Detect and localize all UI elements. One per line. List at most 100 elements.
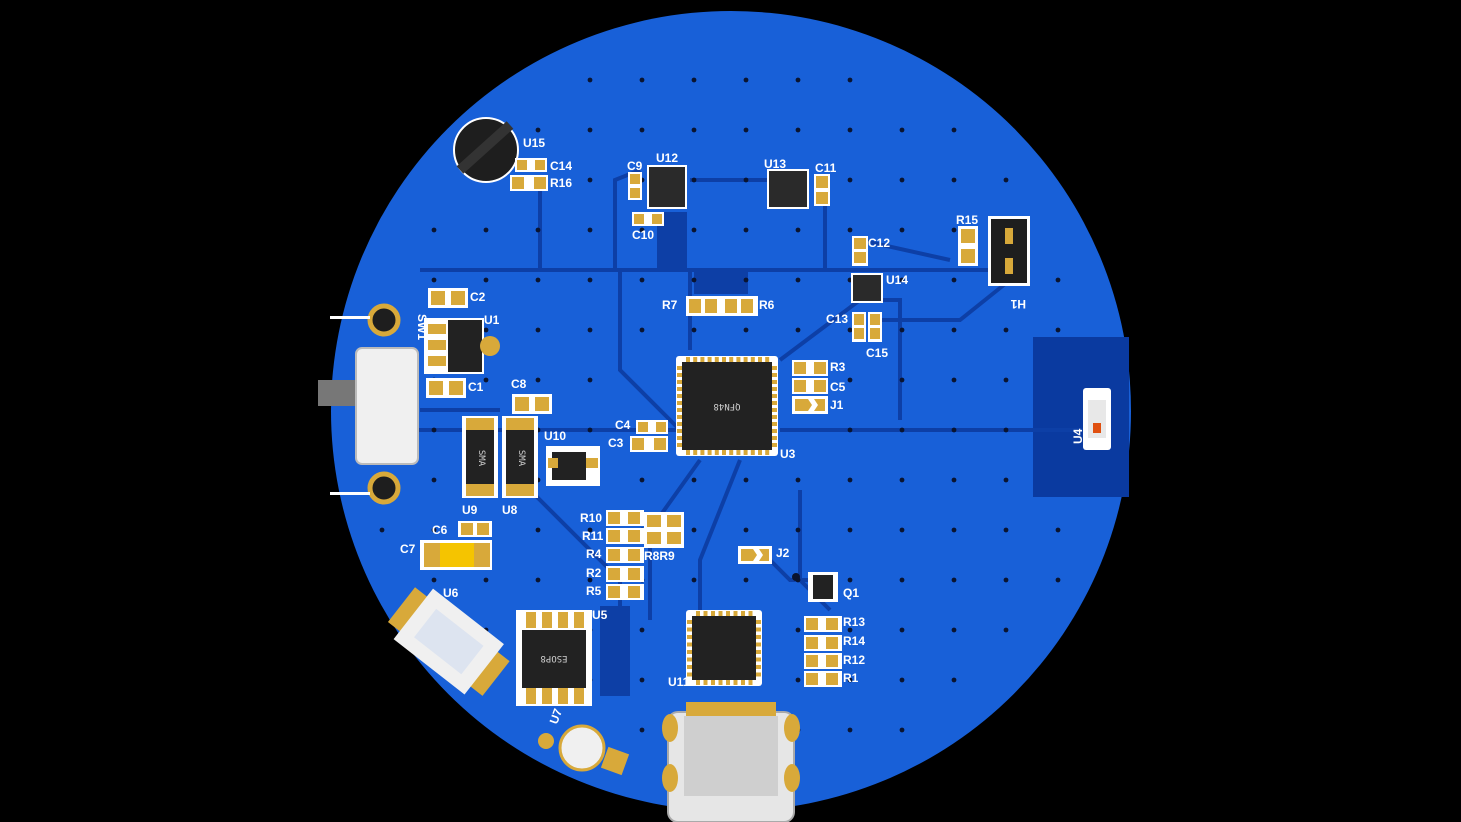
via: [795, 327, 801, 333]
via: [1003, 377, 1009, 383]
via: [587, 77, 593, 83]
via: [691, 477, 697, 483]
via: [587, 177, 593, 183]
via: [847, 577, 853, 583]
via: [743, 177, 749, 183]
via: [847, 227, 853, 233]
via: [535, 327, 541, 333]
u11-chip: [686, 610, 762, 686]
via: [587, 377, 593, 383]
c8-capacitor: [512, 394, 552, 414]
label-r4: R4: [586, 547, 602, 561]
label-u11: U11: [668, 675, 690, 689]
via: [535, 227, 541, 233]
label-r1: R1: [843, 671, 859, 685]
u3-qfn48-chip: [676, 356, 778, 456]
c5-capacitor: [792, 378, 828, 394]
label-u12: U12: [656, 151, 678, 165]
via: [847, 677, 853, 683]
via: [899, 177, 905, 183]
j2-jumper: [738, 546, 772, 564]
via: [743, 227, 749, 233]
via: [483, 277, 489, 283]
r16-resistor: [510, 175, 548, 191]
via: [639, 677, 645, 683]
via: [743, 327, 749, 333]
via: [639, 327, 645, 333]
via: [951, 277, 957, 283]
u3-chip-mark: QFN48: [713, 401, 740, 411]
label-u15: U15: [523, 136, 545, 150]
j1-jumper: [792, 396, 828, 414]
via: [535, 127, 541, 133]
via: [951, 627, 957, 633]
via: [1055, 577, 1061, 583]
via: [1003, 477, 1009, 483]
via: [847, 527, 853, 533]
via: [795, 127, 801, 133]
label-c11: C11: [815, 161, 837, 175]
via: [587, 227, 593, 233]
via: [951, 577, 957, 583]
via: [743, 527, 749, 533]
via: [795, 677, 801, 683]
via: [847, 327, 853, 333]
r3-resistor: [792, 360, 828, 376]
label-c13: C13: [826, 312, 848, 326]
label-r6: R6: [759, 298, 775, 312]
via: [483, 327, 489, 333]
via: [639, 627, 645, 633]
via: [431, 427, 437, 433]
u9-chip-mark: SMA: [476, 450, 486, 467]
u5-esop8-chip: [516, 610, 592, 706]
via: [951, 677, 957, 683]
via: [431, 477, 437, 483]
via: [743, 277, 749, 283]
c2-capacitor: [428, 288, 468, 308]
c1-capacitor: [426, 378, 466, 398]
via: [639, 727, 645, 733]
via: [847, 127, 853, 133]
via: [483, 377, 489, 383]
c4-capacitor: [636, 420, 668, 434]
via: [847, 77, 853, 83]
via: [691, 127, 697, 133]
via: [951, 227, 957, 233]
c10-capacitor: [632, 212, 664, 226]
label-c10: C10: [632, 228, 654, 242]
via: [899, 327, 905, 333]
label-r8r9: R8R9: [644, 549, 675, 563]
u7-led: [538, 724, 630, 776]
via: [639, 77, 645, 83]
r7-r6-resistors: [686, 296, 758, 316]
u1-regulator: [424, 318, 500, 374]
via: [951, 527, 957, 533]
via: [535, 277, 541, 283]
label-u6: U6: [443, 586, 459, 600]
h1-header: [988, 216, 1030, 286]
label-j1: J1: [830, 398, 844, 412]
resistor-array-left: [606, 510, 644, 600]
label-u14: U14: [886, 273, 908, 287]
via: [379, 527, 385, 533]
c7-capacitor: [420, 540, 492, 570]
c12-capacitor: [852, 236, 868, 266]
label-c12: C12: [868, 236, 890, 250]
label-c8: C8: [511, 377, 527, 391]
via: [639, 477, 645, 483]
label-c2: C2: [470, 290, 486, 304]
q1-transistor: [792, 572, 838, 602]
via: [899, 427, 905, 433]
via: [639, 127, 645, 133]
via: [431, 227, 437, 233]
via: [1055, 327, 1061, 333]
via: [899, 377, 905, 383]
via: [899, 677, 905, 683]
label-c5: C5: [830, 380, 846, 394]
via: [899, 577, 905, 583]
via: [899, 227, 905, 233]
label-c15: C15: [866, 346, 888, 360]
u8-sma-diode: [502, 416, 538, 498]
via: [743, 77, 749, 83]
